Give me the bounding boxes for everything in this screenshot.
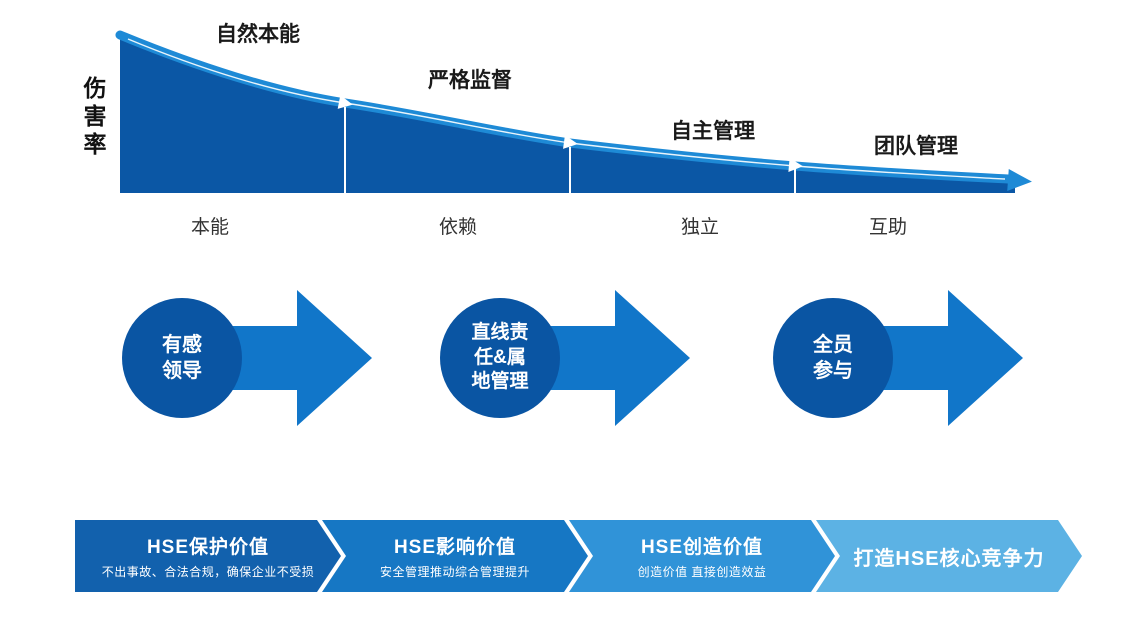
process-group-full-participation: 全员 参与 bbox=[773, 288, 1063, 428]
stage-label-self-management: 自主管理 bbox=[671, 120, 755, 143]
process-group-line-responsibility: 直线责 任&属 地管理 bbox=[440, 288, 730, 428]
banner-segment-create-value: HSE创造价值 创造价值 直接创造效益 bbox=[569, 520, 835, 592]
hse-value-banner: HSE保护价值 不出事故、合法合规，确保企业不受损 HSE影响价值 安全管理推动… bbox=[75, 520, 1082, 592]
process-circle-label: 直线责 任&属 地管理 bbox=[471, 321, 529, 393]
y-axis-label: 伤害率 bbox=[80, 76, 106, 160]
flow-arrow-icon bbox=[222, 290, 372, 426]
x-axis-label-independent: 独立 bbox=[680, 217, 720, 238]
banner-subtitle: 安全管理推动综合管理提升 bbox=[379, 565, 530, 579]
banner-segment-protect-value: HSE保护价值 不出事故、合法合规，确保企业不受损 bbox=[75, 520, 341, 592]
curve-arrow-icon bbox=[788, 158, 803, 172]
process-circle: 有感 领导 bbox=[122, 298, 242, 418]
curve-arrow-icon bbox=[337, 95, 353, 109]
banner-subtitle: 不出事故、合法合规，确保企业不受损 bbox=[101, 565, 315, 579]
x-axis-label-interdependent: 互助 bbox=[868, 217, 908, 238]
banner-segment-influence-value: HSE影响价值 安全管理推动综合管理提升 bbox=[322, 520, 588, 592]
curve-end-arrow-icon bbox=[1007, 169, 1032, 191]
x-axis-label-instinct: 本能 bbox=[190, 217, 230, 238]
process-circle-label: 全员 参与 bbox=[813, 334, 853, 382]
process-circle: 全员 参与 bbox=[773, 298, 893, 418]
process-circle: 直线责 任&属 地管理 bbox=[440, 298, 560, 418]
flow-arrow-icon bbox=[540, 290, 690, 426]
injury-rate-curve bbox=[115, 30, 1032, 193]
banner-subtitle: 创造价值 直接创造效益 bbox=[637, 565, 767, 579]
banner-title: HSE保护价值 bbox=[146, 537, 270, 558]
process-group-felt-leadership: 有感 领导 bbox=[122, 288, 412, 428]
curve-fill-shape bbox=[120, 35, 1015, 193]
stage-label-team-management: 团队管理 bbox=[874, 135, 958, 158]
curve-arrow-icon bbox=[563, 135, 578, 149]
x-axis-label-dependent: 依赖 bbox=[438, 217, 478, 238]
process-circle-label: 有感 领导 bbox=[162, 334, 202, 382]
stage-label-natural-instinct: 自然本能 bbox=[216, 23, 300, 46]
flow-arrow-icon bbox=[873, 290, 1023, 426]
banner-title: HSE创造价值 bbox=[640, 537, 764, 558]
banner-title: HSE影响价值 bbox=[393, 537, 517, 558]
banner-segment-core-competitiveness: 打造HSE核心竞争力 bbox=[816, 520, 1082, 592]
stage-label-strict-supervision: 严格监督 bbox=[428, 69, 512, 92]
banner-title: 打造HSE核心竞争力 bbox=[853, 547, 1045, 570]
